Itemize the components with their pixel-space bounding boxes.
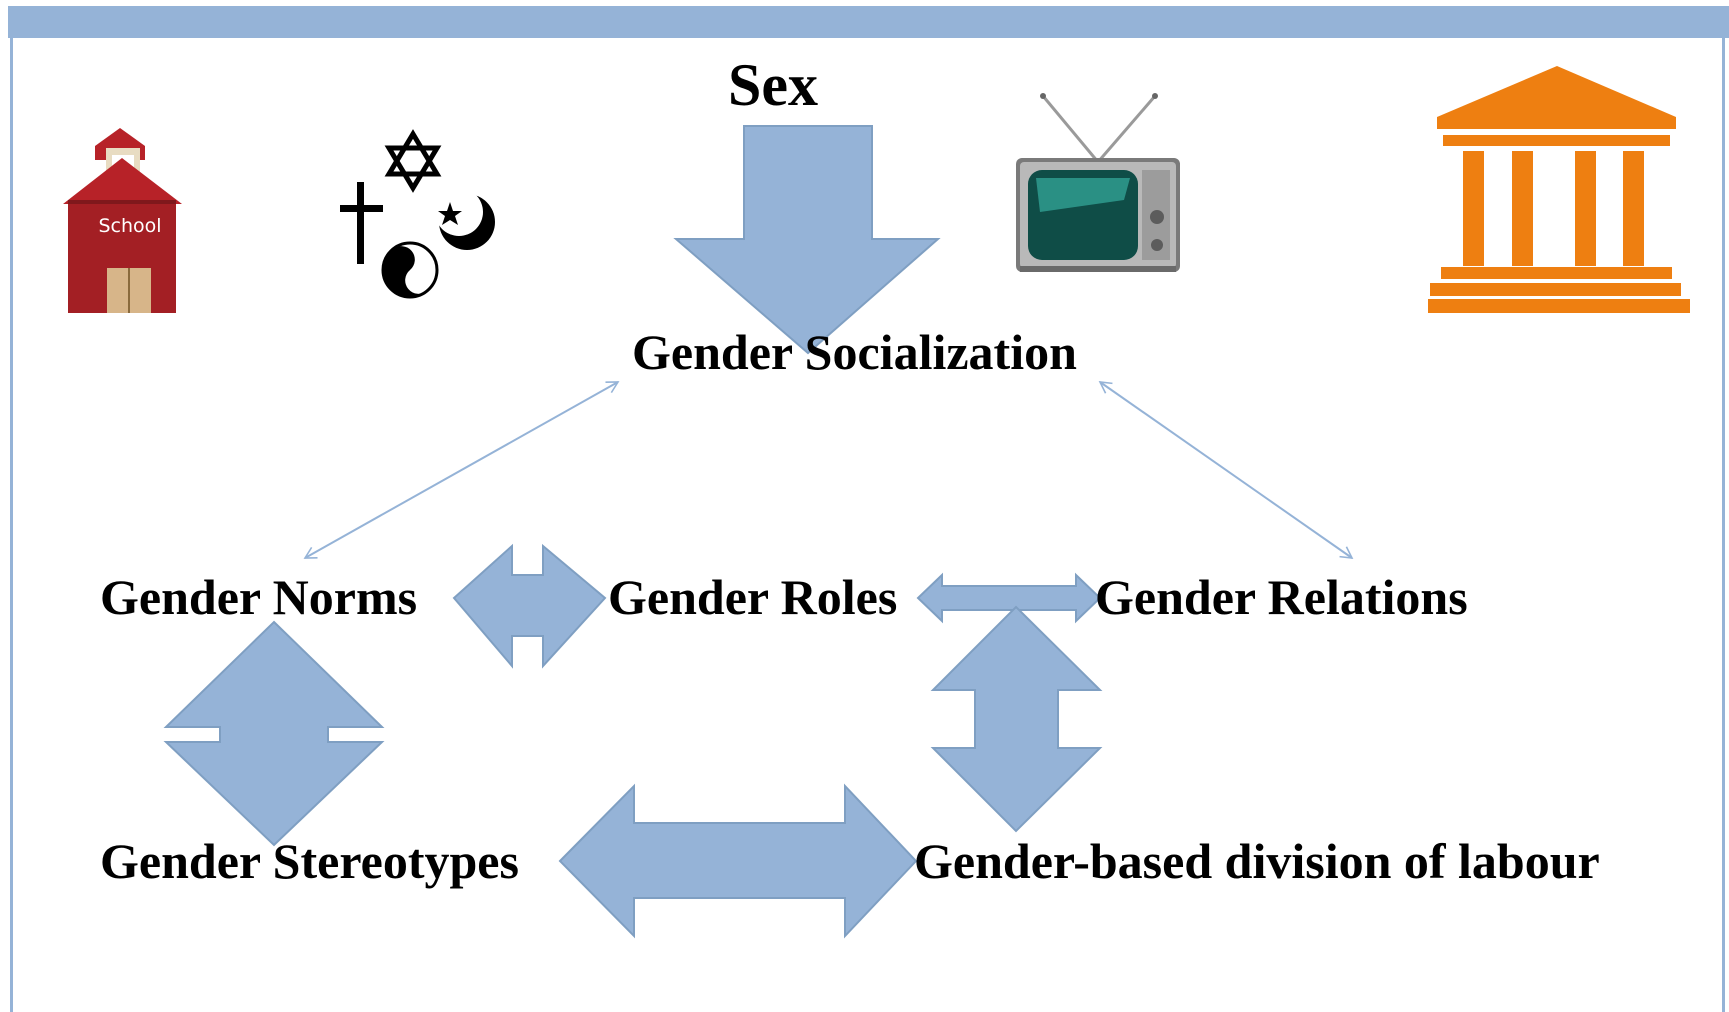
node-gender-relations: Gender Relations — [1095, 569, 1468, 625]
roles-relations-arrow — [916, 572, 1102, 624]
node-gender-socialization: Gender Socialization — [632, 324, 1077, 380]
socialization-norms-link — [303, 381, 620, 559]
norms-roles-arrow — [452, 543, 607, 669]
school-sign-text: School — [98, 215, 161, 237]
norms-stereotypes-arrow — [163, 620, 385, 847]
sex-to-socialization-arrow — [673, 125, 941, 355]
relations-division-arrow — [930, 605, 1103, 833]
frame-right-border — [1722, 38, 1725, 1012]
node-sex: Sex — [728, 52, 818, 118]
socialization-relations-link — [1098, 381, 1354, 559]
node-gender-roles: Gender Roles — [608, 569, 898, 625]
frame-left-border — [10, 38, 13, 1012]
government-building-icon — [1428, 66, 1690, 313]
frame-top-bar — [8, 6, 1729, 38]
node-gender-norms: Gender Norms — [100, 569, 418, 625]
school-icon: School — [63, 128, 182, 313]
node-gender-division-of-labour: Gender-based division of labour — [914, 833, 1600, 889]
node-gender-stereotypes: Gender Stereotypes — [100, 833, 519, 889]
stereotypes-division-arrow — [558, 783, 918, 939]
religion-symbols-icon — [340, 129, 495, 299]
television-icon — [1016, 93, 1180, 272]
